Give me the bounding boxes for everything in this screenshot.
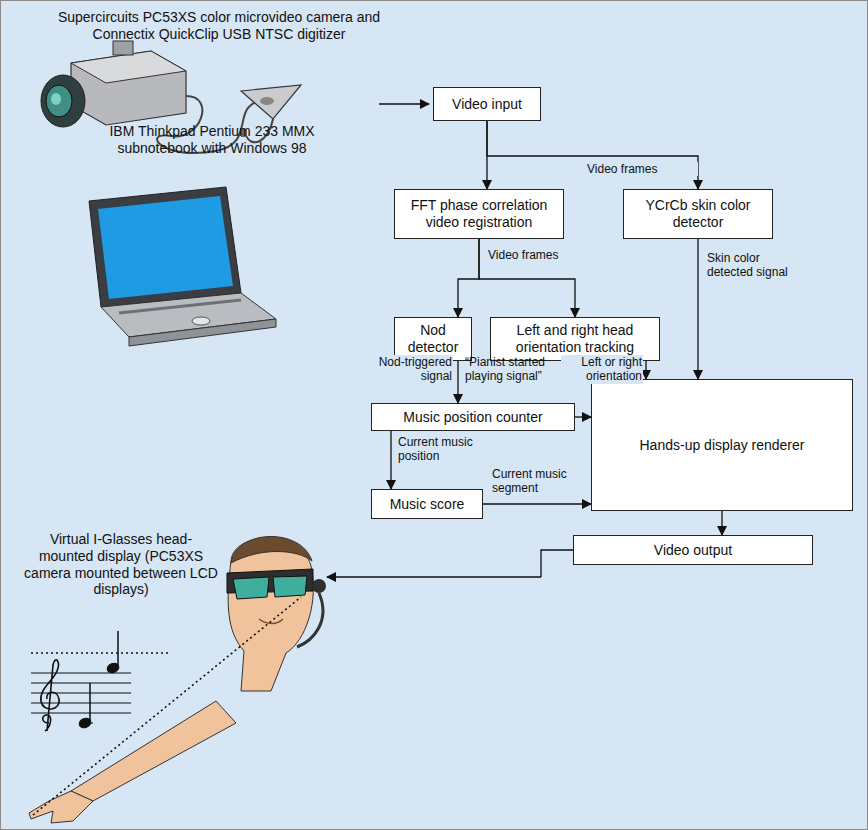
box-label: Video input — [452, 96, 522, 113]
box-label: YCrCb skin color detector — [630, 197, 766, 231]
signal-arrow — [697, 239, 698, 379]
process-box: FFT phase correlation video registration — [394, 189, 564, 239]
annotation-label: Supercircuits PC53XS color microvideo ca… — [29, 9, 409, 43]
process-box: Music position counter — [371, 403, 575, 431]
laptop-illustration — [89, 187, 276, 346]
arm-illustration — [29, 597, 301, 823]
signal-arrow — [390, 431, 391, 489]
box-label: Hands-up display renderer — [640, 437, 805, 454]
signal-label: Skin color detected signal — [706, 251, 798, 280]
signal-label: Current music segment — [491, 467, 589, 496]
music-staff — [31, 631, 171, 731]
head-illustration — [227, 536, 573, 691]
box-label: Left and right head orientation tracking — [497, 322, 653, 356]
box-label: Video output — [654, 542, 732, 559]
annotation-label: “Pianist started playing signal” — [465, 355, 557, 384]
annotation-label: IBM Thinkpad Pentium 233 MMX subnotebook… — [97, 123, 327, 157]
process-box: Music score — [371, 489, 483, 519]
signal-arrow — [487, 121, 698, 189]
signal-arrow — [458, 239, 479, 317]
signal-label: Nod-triggered signal — [353, 355, 453, 384]
signal-arrow — [457, 361, 458, 403]
signal-arrow — [575, 416, 591, 417]
signal-label: Current music position — [397, 435, 489, 464]
signal-arrow — [645, 361, 646, 379]
process-box: Video input — [433, 87, 541, 121]
signal-label: Video frames — [487, 248, 579, 262]
process-box: Video output — [573, 535, 813, 565]
box-label: Music position counter — [403, 409, 542, 426]
annotation-label: Virtual I-Glasses head-mounted display (… — [23, 531, 219, 598]
signal-arrow — [483, 503, 591, 504]
process-box: Hands-up display renderer — [591, 379, 853, 511]
signal-arrow — [721, 511, 722, 535]
box-label: Nod detector — [401, 322, 465, 356]
box-label: FFT phase correlation video registration — [401, 197, 557, 231]
signal-label: Left or right orientation — [561, 355, 643, 384]
box-label: Music score — [390, 496, 465, 513]
process-box: YCrCb skin color detector — [623, 189, 773, 239]
signal-label: Video frames — [586, 162, 698, 176]
